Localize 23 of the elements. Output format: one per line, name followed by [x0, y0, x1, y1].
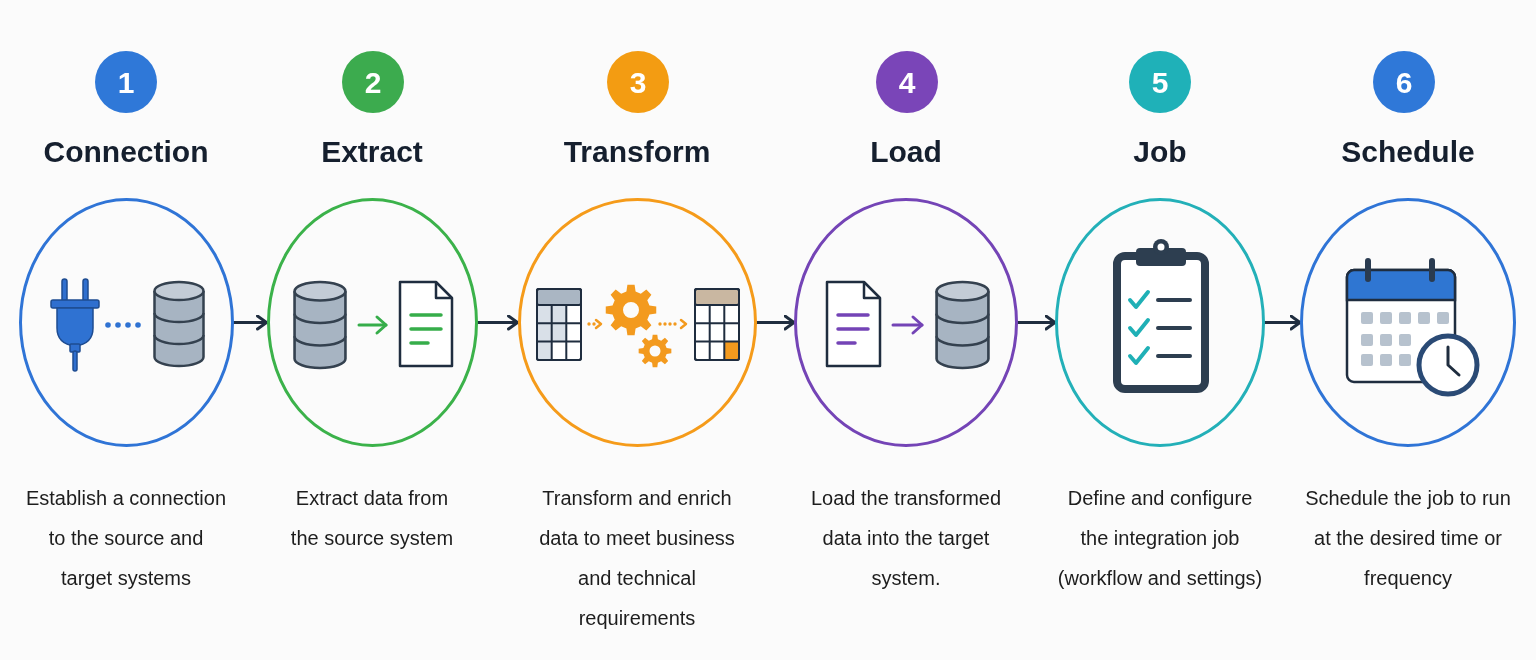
step-description: Schedule the job to run at the desired time or frequency: [1304, 486, 1512, 591]
step-title: Load: [870, 134, 942, 170]
step-number-badge: 6: [1373, 51, 1435, 113]
step-description: Transform and enrich data to meet business and technical requirements: [538, 486, 736, 631]
step-title: Schedule: [1341, 134, 1475, 170]
step-number-badge: 5: [1129, 51, 1191, 113]
step-number-badge: 4: [876, 51, 938, 113]
step-number-badge: 3: [607, 51, 669, 113]
step-description: Extract data from the source system: [289, 486, 455, 551]
arrow: [476, 314, 519, 331]
arrow: [232, 314, 268, 331]
step-title: Connection: [43, 134, 209, 170]
step-number-badge: 2: [342, 51, 404, 113]
step-description: Define and configure the integration job (workflow and settings): [1056, 486, 1264, 591]
arrow: [1016, 314, 1057, 331]
step-title: Transform: [563, 134, 711, 170]
step-title: Extract: [321, 134, 423, 170]
arrow: [1263, 314, 1302, 331]
step-title: Job: [1133, 134, 1187, 170]
step-description: Establish a connection to the source and target systems: [24, 486, 228, 591]
arrow: [755, 314, 796, 331]
step-description: Load the transformed data into the target system.: [809, 486, 1003, 591]
step-number-badge: 1: [95, 51, 157, 113]
